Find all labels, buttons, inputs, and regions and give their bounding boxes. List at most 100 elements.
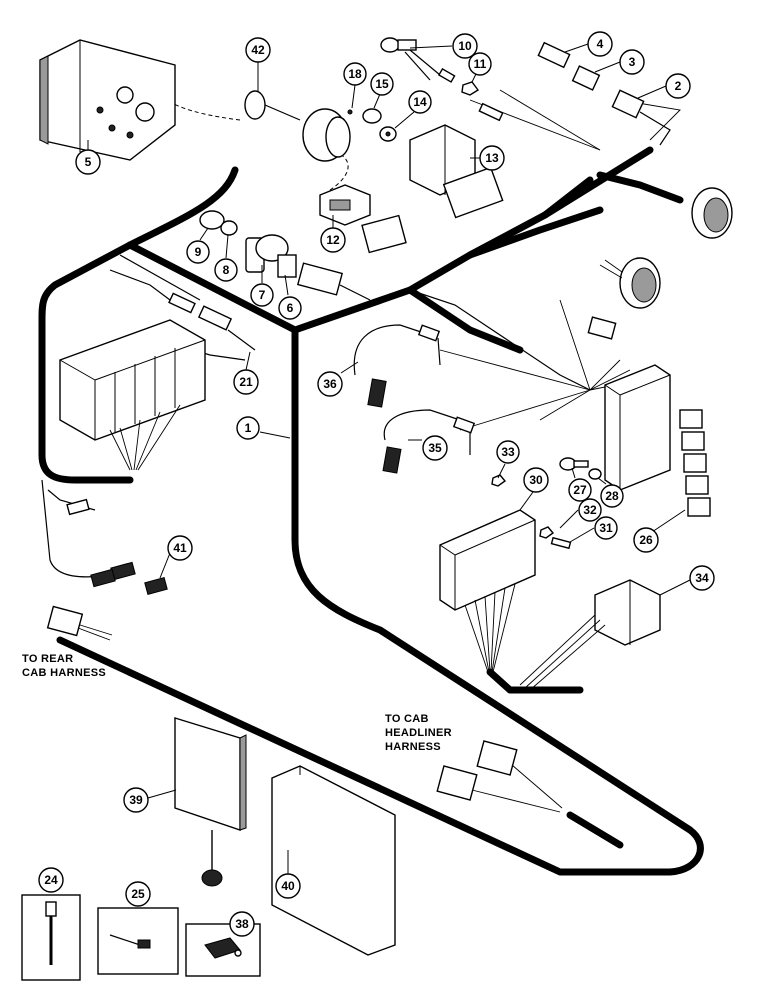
callout-1: 1: [236, 416, 260, 440]
callout-41-label: 41: [173, 541, 187, 555]
right-round-connectors: [587, 187, 733, 340]
parts-fasteners: [491, 457, 602, 550]
callout-35-label: 35: [428, 441, 442, 455]
callout-11: 11: [468, 52, 492, 76]
note-headliner-line2: HEADLINER: [385, 727, 452, 739]
callout-36: 36: [317, 371, 343, 397]
callout-12-label: 12: [326, 233, 340, 247]
callout-1-label: 1: [245, 421, 252, 435]
callout-14: 14: [408, 90, 432, 114]
part-relay-bank: [604, 364, 711, 517]
callout-21-label: 21: [239, 375, 253, 389]
callout-4: 4: [587, 31, 613, 57]
note-rear-cab-line1: TO REAR: [22, 653, 73, 665]
callout-3: 3: [619, 49, 645, 75]
callout-27: 27: [568, 478, 592, 502]
callout-7-label: 7: [259, 288, 266, 302]
callout-26: 26: [633, 527, 659, 553]
callout-31-label: 31: [599, 521, 613, 535]
callout-10: 10: [452, 33, 478, 59]
harness-connectors-center: [296, 214, 407, 301]
main-harness: [38, 146, 704, 876]
callout-21: 21: [233, 369, 259, 395]
callout-42-label: 42: [251, 43, 265, 57]
part-10-connector: [380, 37, 456, 83]
callout-5-label: 5: [85, 155, 92, 169]
rear-cab-connector: [46, 605, 113, 641]
callout-40-label: 40: [281, 879, 295, 893]
callout-39-label: 39: [129, 793, 143, 807]
callout-33-label: 33: [501, 445, 515, 459]
callout-8-label: 8: [223, 263, 230, 277]
callout-36-label: 36: [323, 377, 337, 391]
callout-32: 32: [578, 498, 602, 522]
callout-18-label: 18: [348, 67, 362, 81]
headliner-connectors: [436, 740, 563, 813]
callout-34: 34: [689, 565, 715, 591]
callout-31: 31: [594, 516, 618, 540]
callout-35: 35: [422, 435, 448, 461]
callout-14-label: 14: [413, 95, 427, 109]
callout-15-label: 15: [375, 77, 389, 91]
callout-10-label: 10: [458, 39, 472, 53]
callout-2: 2: [665, 73, 691, 99]
note-rear-cab-line2: CAB HARNESS: [22, 667, 106, 679]
part-switch-bank: [59, 319, 206, 471]
callout-8: 8: [214, 258, 238, 282]
note-headliner-line1: TO CAB: [385, 713, 429, 725]
parts-small-fittings: [347, 108, 397, 142]
parts-terminals: [461, 41, 671, 146]
callout-33: 33: [496, 440, 520, 464]
callout-38: 38: [229, 911, 255, 937]
part-12-switch: [319, 184, 371, 226]
callout-11-label: 11: [474, 57, 487, 71]
part-40-plate: [271, 765, 396, 956]
part-39-panel: [174, 717, 247, 887]
part-36-35-leads: [353, 324, 476, 474]
callout-24: 24: [38, 867, 64, 893]
leader-lines: [87, 43, 691, 874]
callout-7: 7: [250, 283, 274, 307]
callout-42: 42: [245, 37, 271, 63]
callout-13-label: 13: [485, 151, 499, 165]
callout-6: 6: [278, 296, 302, 320]
callout-30: 30: [523, 467, 549, 493]
callout-32-label: 32: [583, 503, 597, 517]
callout-28: 28: [600, 484, 624, 508]
part-13-relay: [409, 124, 504, 219]
callout-2-label: 2: [675, 79, 682, 93]
part-34-connector: [519, 579, 661, 691]
callout-3-label: 3: [629, 55, 636, 69]
callout-5: 5: [75, 149, 101, 175]
callout-39: 39: [123, 787, 149, 813]
callout-9: 9: [186, 240, 210, 264]
callout-38-label: 38: [235, 917, 249, 931]
callout-40: 40: [275, 873, 301, 899]
callout-25: 25: [125, 881, 151, 907]
callout-28-label: 28: [605, 489, 619, 503]
callout-12: 12: [320, 227, 346, 253]
boxed-parts: [21, 894, 261, 981]
callout-30-label: 30: [529, 473, 543, 487]
harness-notes: TO REAR CAB HARNESS TO CAB HEADLINER HAR…: [22, 653, 452, 753]
callout-13: 13: [479, 145, 505, 171]
callout-25-label: 25: [131, 887, 145, 901]
callout-15: 15: [370, 72, 394, 96]
callout-27-label: 27: [573, 483, 587, 497]
callout-26-label: 26: [639, 533, 653, 547]
part-ignition-switch: [199, 210, 297, 278]
part-41-connectors: [66, 498, 168, 595]
part-30-module: [439, 509, 536, 673]
callouts: 42 10 11 4 3 2 18 15 14 13 5 12 9 8 7 6 …: [38, 31, 715, 937]
part-21-sensor: [109, 269, 256, 351]
note-headliner-line3: HARNESS: [385, 741, 441, 753]
callout-24-label: 24: [44, 873, 58, 887]
callout-18: 18: [343, 62, 367, 86]
part-42-sender: [244, 90, 351, 162]
callout-34-label: 34: [695, 571, 709, 585]
part-5-instrument-box: [39, 39, 176, 161]
callout-9-label: 9: [195, 245, 202, 259]
callout-41: 41: [167, 535, 193, 561]
